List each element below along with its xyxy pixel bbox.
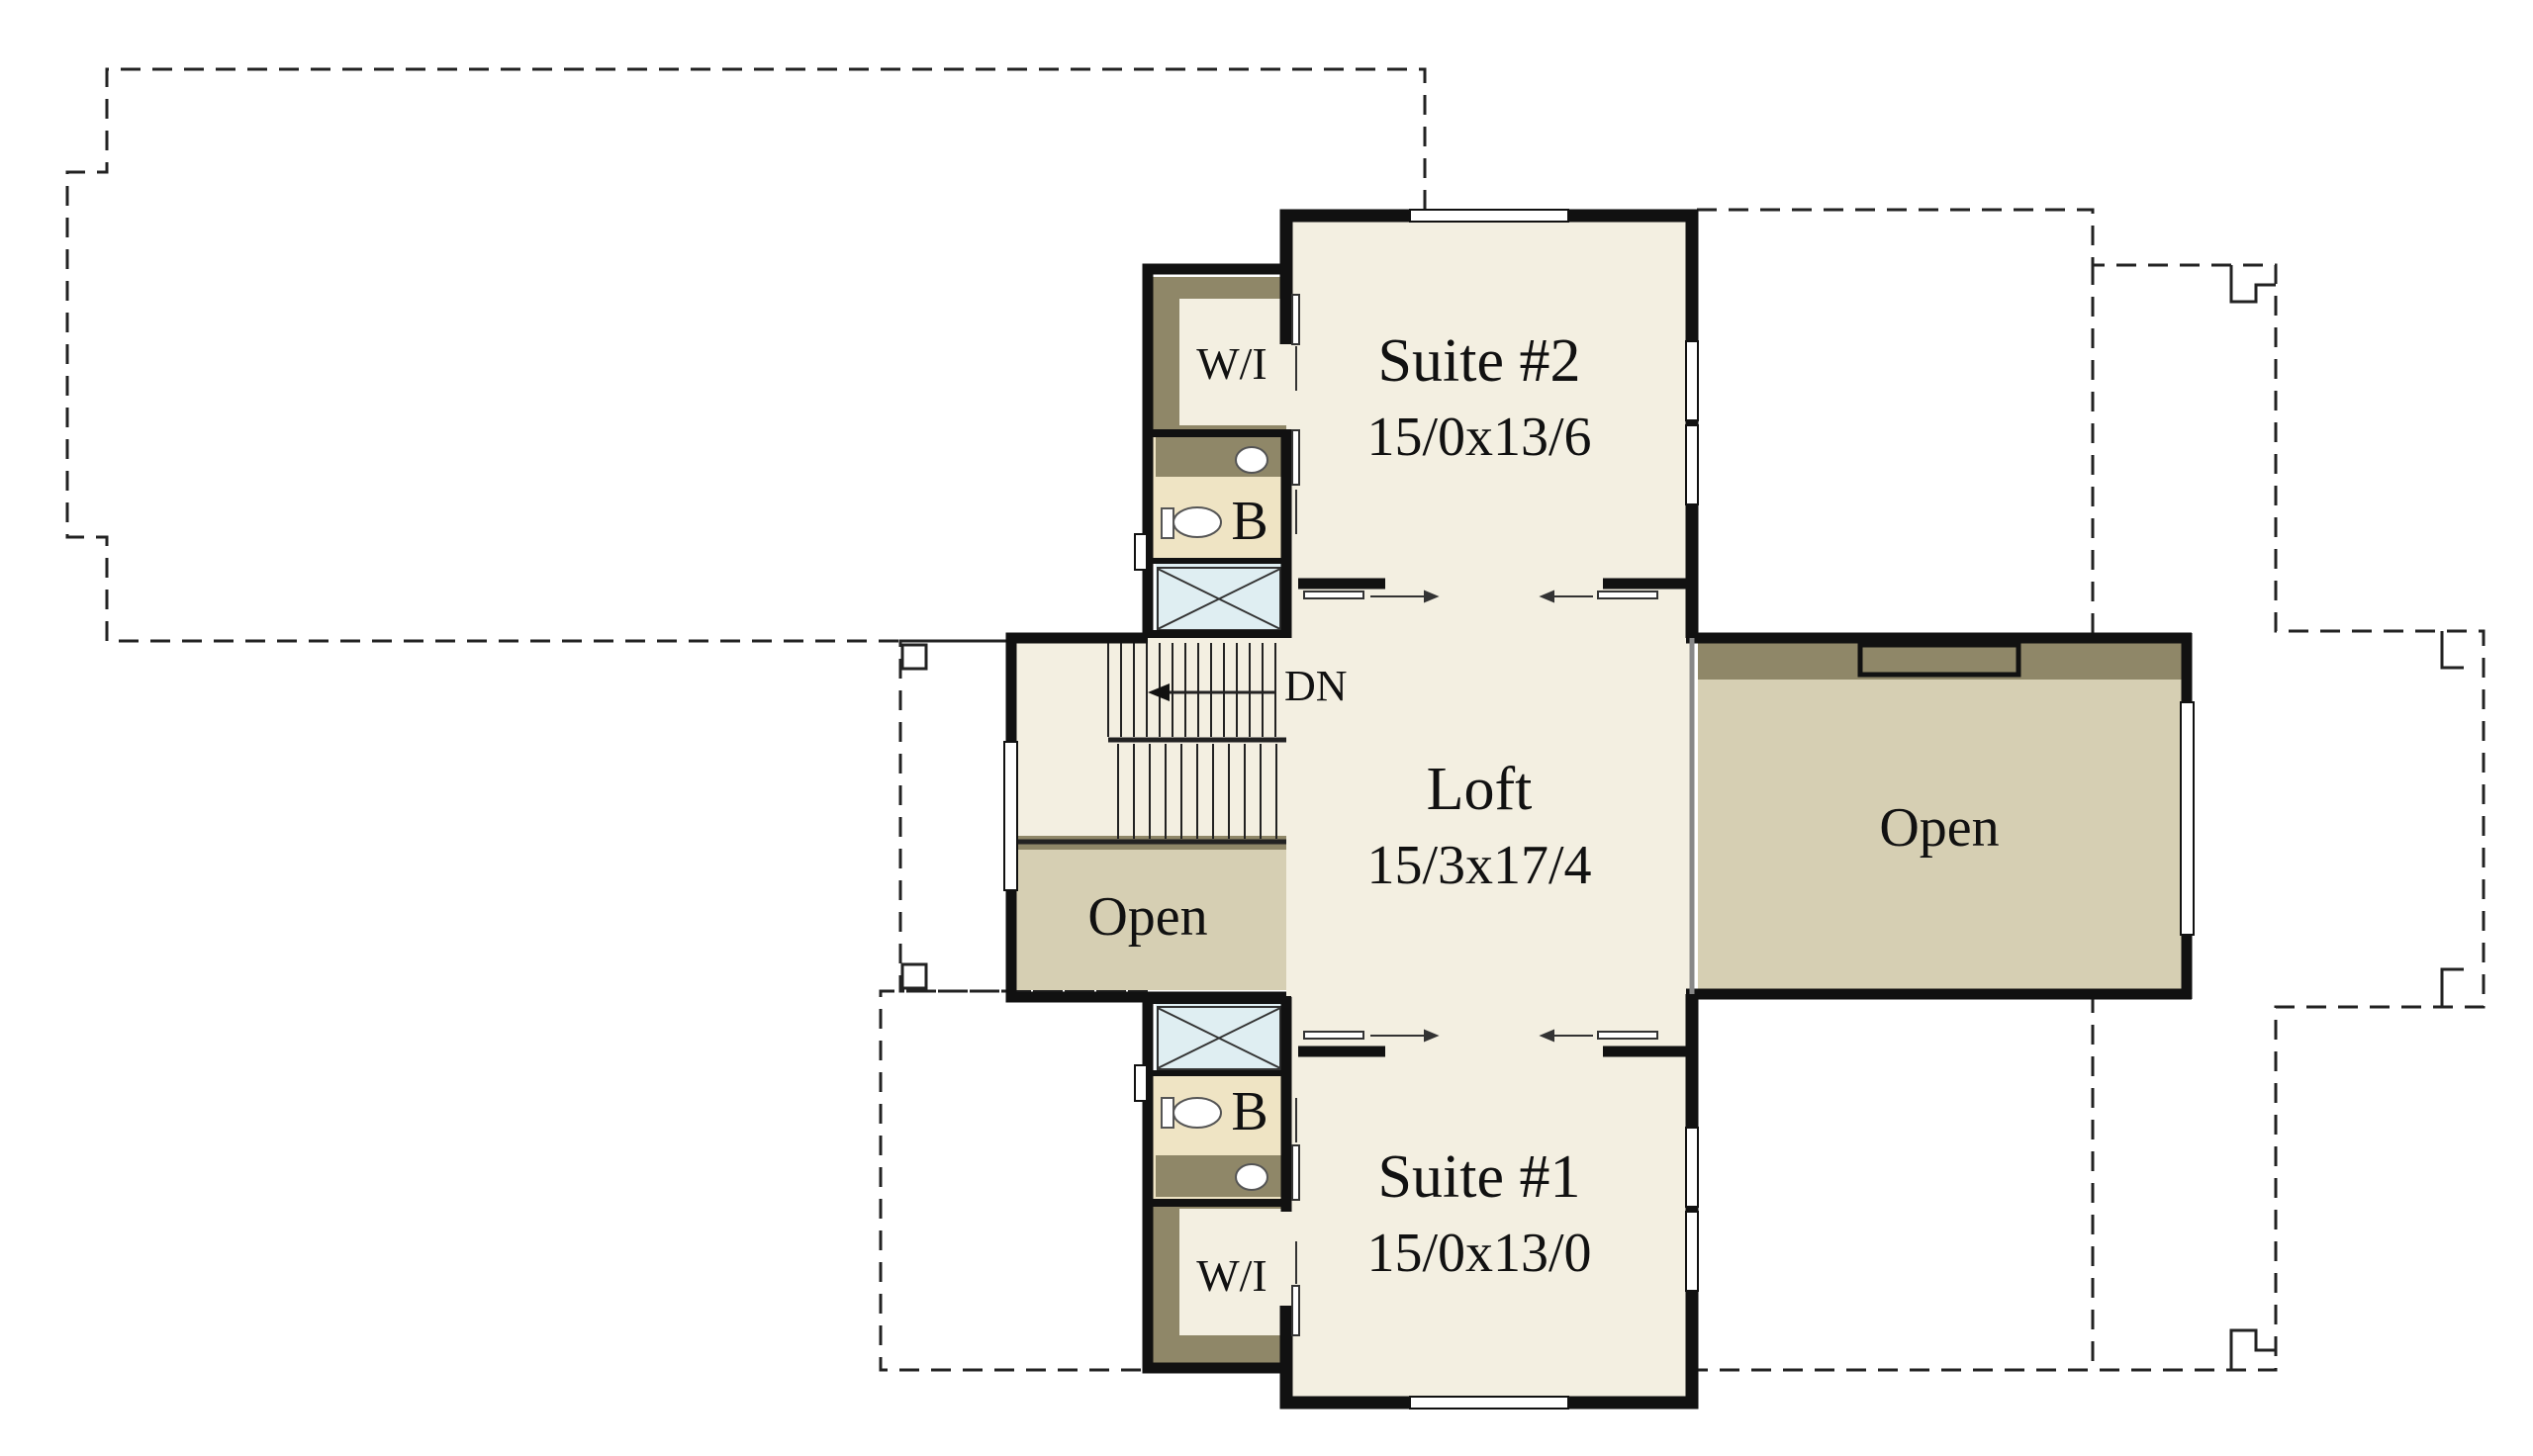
suite2-size: 15/0x13/6 (1366, 407, 1591, 468)
open-right-area (1698, 638, 2185, 989)
stair-lower-run (1117, 744, 1277, 839)
window-suite1-bottom (1409, 1396, 1569, 1410)
suite1-floor (1286, 1051, 1692, 1403)
window-open-right (2180, 701, 2195, 936)
outline-left-wing (65, 67, 1427, 643)
suite2-floor (1286, 216, 1692, 592)
window-bath-bottom (1134, 1064, 1148, 1102)
open-right-label: Open (1879, 797, 1999, 859)
bath-top-label: B (1231, 491, 1267, 552)
sink-bottom (1235, 1163, 1268, 1191)
toilet-tank-bottom (1161, 1097, 1174, 1129)
outline-lower-left (879, 989, 1148, 1372)
wi-top-inner (1179, 299, 1286, 425)
open-left-area (1011, 842, 1286, 990)
stairs-down-label: DN (1284, 662, 1348, 710)
window-suite1-right-b (1685, 1211, 1699, 1292)
loft-size: 15/3x17/4 (1366, 835, 1591, 896)
window-suite1-right-a (1685, 1127, 1699, 1208)
stairs (1011, 643, 1286, 845)
window-suite2-right-b (1685, 424, 1699, 505)
wi-top-label: W/I (1196, 338, 1267, 389)
sink-top (1235, 446, 1268, 474)
open-left-label: Open (1087, 886, 1207, 948)
wall-closet-top (1142, 263, 1286, 638)
window-suite2-right-a (1685, 340, 1699, 421)
wi-bottom-label: W/I (1196, 1250, 1267, 1301)
suite1-size: 15/0x13/0 (1366, 1223, 1591, 1284)
suite1-name: Suite #1 (1378, 1143, 1581, 1211)
window-bath-top (1134, 533, 1148, 571)
window-stair-left (1003, 741, 1018, 891)
bath-bottom-label: B (1231, 1081, 1267, 1142)
floor-fills (1011, 216, 2185, 1403)
fireplace-niche (1857, 642, 2021, 678)
wall-closet-bottom (1142, 997, 1286, 1374)
loft-name: Loft (1427, 756, 1533, 823)
outline-right-upper (1697, 208, 2486, 1372)
toilet-bottom (1173, 1097, 1222, 1129)
doors (1291, 294, 1658, 1336)
loft-floor (1286, 592, 1692, 1051)
stair-upper-run (1107, 643, 1276, 737)
stair-arrow-head (1148, 683, 1170, 701)
toilet-tank-top (1161, 507, 1174, 539)
outline-corner-marks (900, 265, 2464, 1370)
wi-bottom-inner (1179, 1209, 1286, 1335)
fixtures (1157, 446, 1281, 1191)
toilet-top (1173, 506, 1222, 538)
window-suite2-top (1409, 209, 1569, 223)
windows (1003, 209, 2195, 1410)
outline-mid-left (898, 639, 1148, 993)
room-labels: Suite #2 15/0x13/6 Loft 15/3x17/4 Open O… (1087, 327, 1999, 1301)
suite2-name: Suite #2 (1378, 327, 1581, 395)
